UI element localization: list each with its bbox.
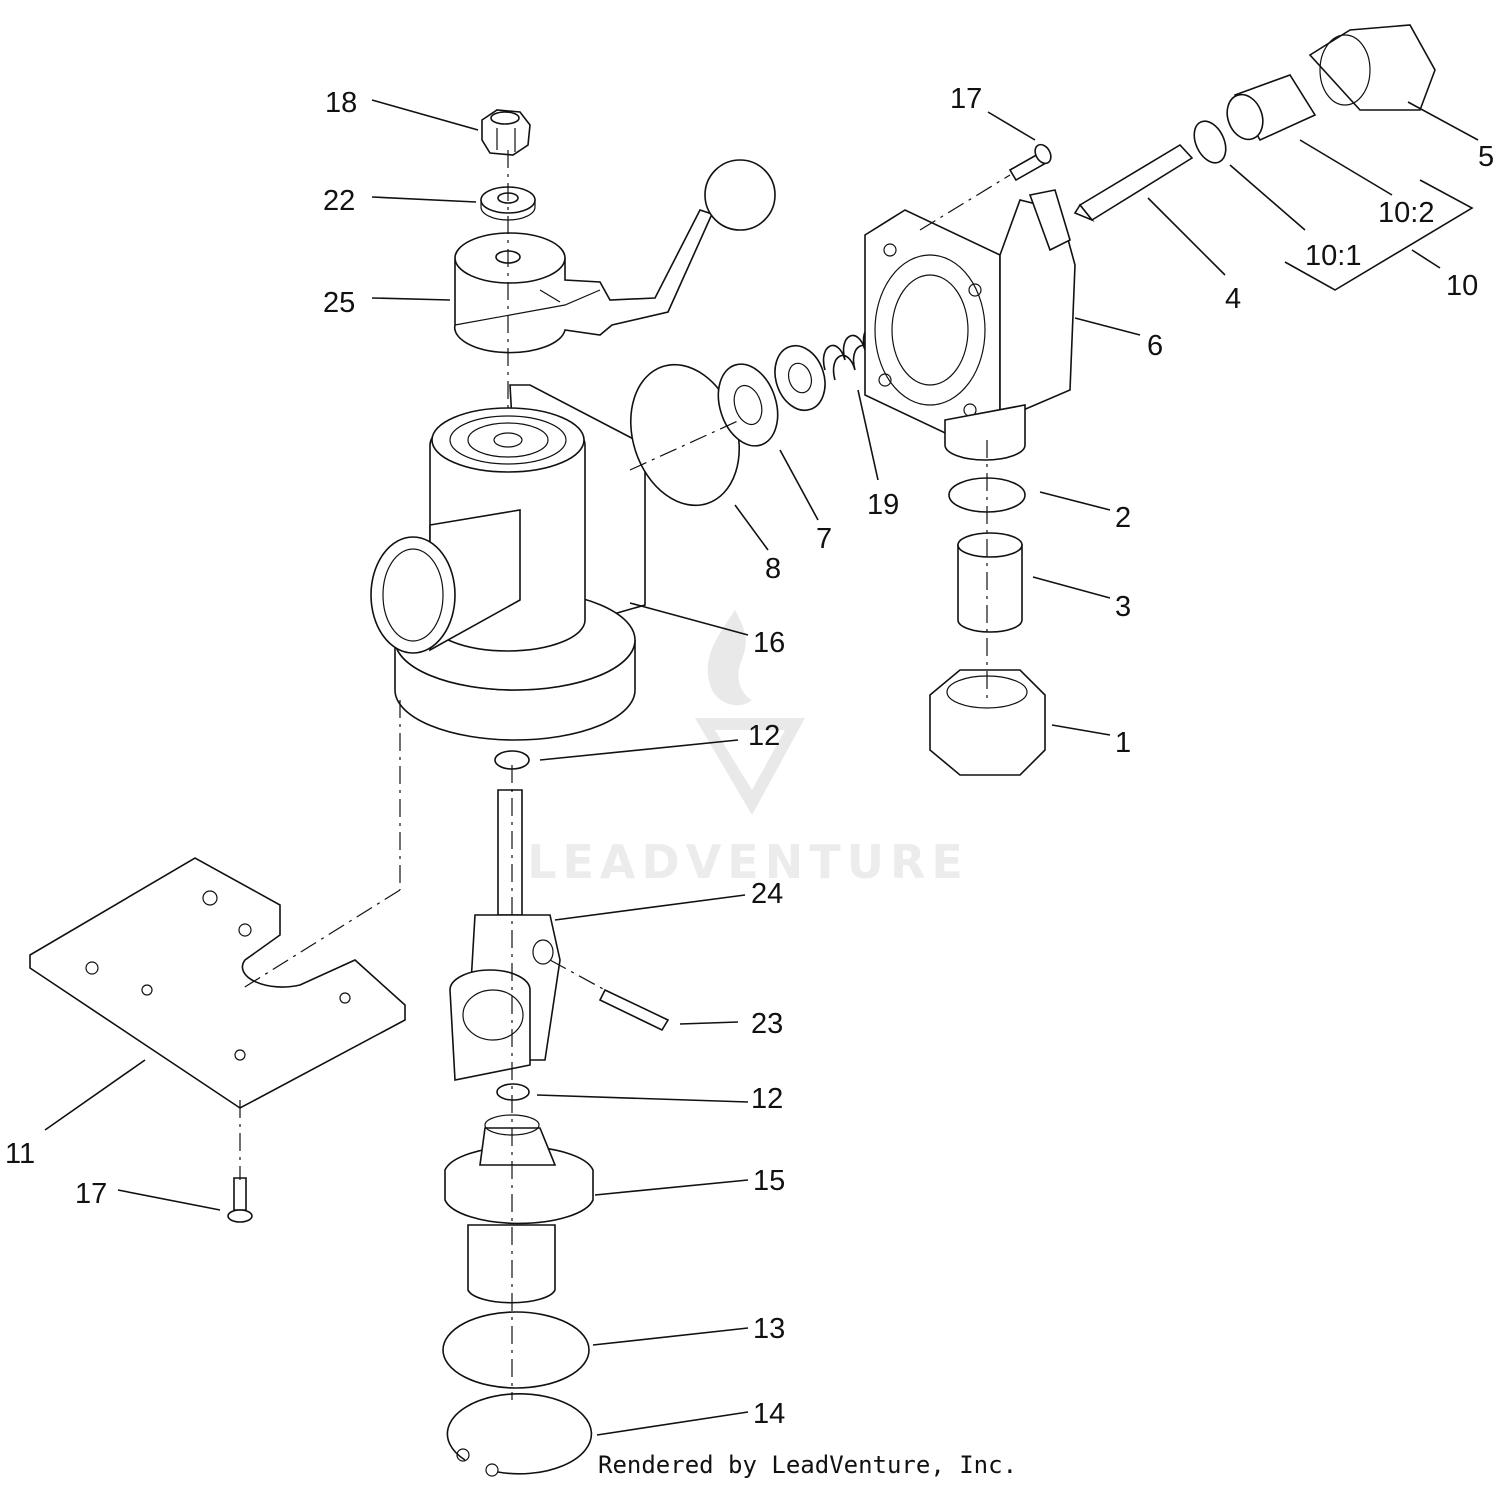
callout-17-upper: 17 — [950, 83, 982, 115]
callout-12-upper: 12 — [748, 720, 780, 752]
callout-18: 18 — [325, 87, 357, 119]
part-7-seal — [717, 363, 779, 447]
callout-13: 13 — [753, 1313, 785, 1345]
part-24-shaft — [449, 789, 561, 1081]
callout-labels: 18 22 25 17 5 10:2 10:1 10 4 6 19 7 8 2 … — [5, 83, 1494, 1430]
callout-25: 25 — [323, 287, 355, 319]
callout-12-lower: 12 — [751, 1083, 783, 1115]
part-4-pin — [1073, 143, 1194, 222]
callout-2: 2 — [1115, 502, 1131, 534]
part-10-2-fitting — [1226, 74, 1317, 142]
part-14-retaining-ring — [446, 1393, 593, 1477]
part-bushing — [774, 344, 826, 412]
part-18-lock-nut — [481, 109, 531, 156]
part-17-screw-upper — [1008, 143, 1052, 182]
callout-leader-lines — [44, 99, 1479, 1436]
part-13-o-ring — [442, 1311, 590, 1389]
callout-4: 4 — [1225, 283, 1241, 315]
callout-16: 16 — [753, 627, 785, 659]
callout-11: 11 — [5, 1138, 35, 1170]
part-6-housing — [864, 189, 1076, 461]
leadventure-watermark-logo — [695, 610, 805, 815]
part-12-o-ring-lower — [496, 1083, 530, 1101]
callout-19: 19 — [867, 489, 899, 521]
callout-22: 22 — [323, 185, 355, 217]
callout-5: 5 — [1478, 141, 1494, 173]
callout-7: 7 — [816, 523, 832, 555]
part-25-handle — [453, 159, 776, 354]
callout-23: 23 — [751, 1008, 783, 1040]
callout-8: 8 — [765, 553, 781, 585]
render-credit: Rendered by LeadVenture, Inc. — [598, 1451, 1017, 1479]
callout-10-2: 10:2 — [1378, 197, 1434, 229]
part-17-screw-lower — [227, 1177, 253, 1223]
part-1-nut — [929, 669, 1046, 776]
part-3-sleeve — [957, 532, 1023, 633]
callout-17-lower: 17 — [75, 1178, 107, 1210]
callout-24: 24 — [751, 878, 783, 910]
callout-1: 1 — [1115, 727, 1131, 759]
callout-10-1: 10:1 — [1305, 240, 1361, 272]
watermark-text: LEADVENTURE — [527, 835, 969, 889]
part-16-valve-body — [370, 384, 646, 741]
callout-6: 6 — [1147, 330, 1163, 362]
part-10-1-o-ring — [1193, 120, 1227, 164]
assembly-center-lines — [239, 174, 1011, 1400]
part-11-mounting-plate — [29, 857, 406, 1109]
part-5-nut — [1308, 24, 1436, 111]
callout-3: 3 — [1115, 591, 1131, 623]
callout-15: 15 — [753, 1165, 785, 1197]
callout-14: 14 — [753, 1398, 785, 1430]
part-15-adapter — [444, 1114, 594, 1304]
callout-10: 10 — [1446, 270, 1478, 302]
part-23-pin — [598, 988, 670, 1032]
